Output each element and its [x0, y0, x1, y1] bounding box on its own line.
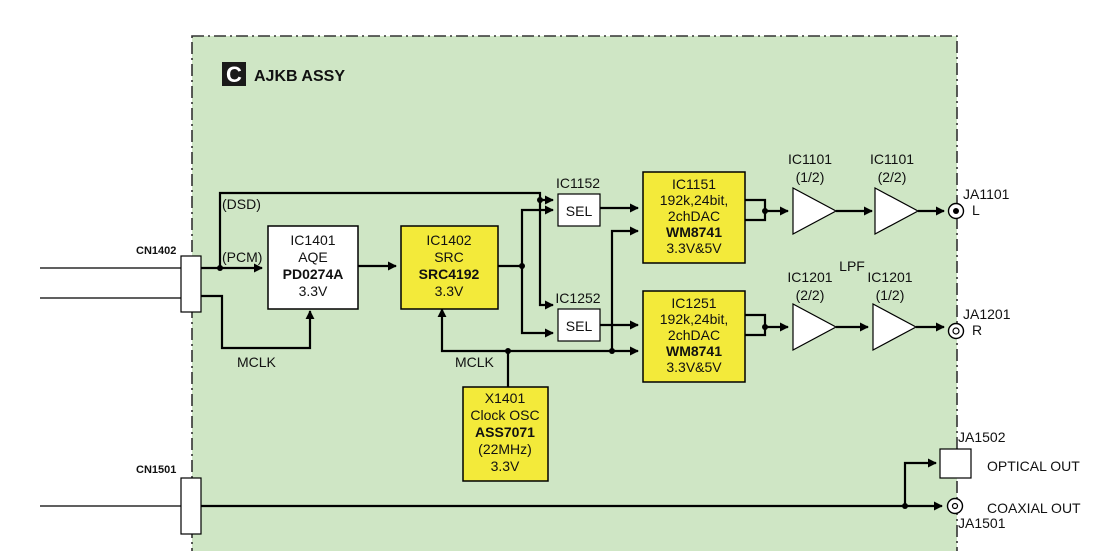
assembly-badge-box	[222, 62, 246, 86]
amp2-symbol	[874, 186, 920, 236]
ic1251-line-2: 192k,24bit,	[660, 311, 729, 327]
ja1201-ref: JA1201	[963, 306, 1011, 322]
pcm-label: (PCM)	[222, 249, 262, 265]
ja1101-ref: JA1101	[963, 186, 1010, 202]
ic1401-line-4: 3.3V	[299, 283, 328, 299]
cn1501-label: CN1501	[136, 464, 176, 476]
ja1101-ch: L	[972, 202, 980, 218]
assembly-title: AJKB ASSY	[254, 68, 345, 85]
ic1151-line-1: IC1151	[672, 176, 716, 192]
ic1251-line-4: WM8741	[666, 343, 722, 359]
ja1501-ref: JA1501	[958, 515, 1006, 531]
amp4-ref: IC1201	[867, 269, 912, 285]
amp4-part: (1/2)	[876, 287, 905, 303]
ic1251-line-3: 2chDAC	[668, 327, 720, 343]
assembly-badge: C	[226, 62, 242, 87]
x1401-line-3: ASS7071	[475, 424, 535, 440]
sel1-label: SEL	[566, 203, 593, 219]
ic1402-line-1: IC1402	[426, 232, 471, 248]
amp2-part: (2/2)	[878, 169, 907, 185]
mclk-right-label: MCLK	[455, 354, 495, 370]
ic1402-line-3: SRC4192	[419, 266, 480, 282]
x1401-block	[462, 386, 549, 482]
x1401-line-4: (22MHz)	[478, 441, 532, 457]
lpf-label: LPF	[839, 258, 865, 274]
x1401-line-1: X1401	[485, 390, 526, 406]
x1401-line-5: 3.3V	[491, 458, 520, 474]
cn1402-connector	[180, 255, 202, 313]
ic1402-text: IC1402 SRC SRC4192 3.3V	[419, 232, 480, 299]
amp3-symbol	[792, 302, 838, 352]
dsd-label: (DSD)	[222, 196, 261, 212]
mclk-left-wire	[201, 294, 315, 350]
optical-out-label: OPTICAL OUT	[987, 458, 1080, 474]
cn1501-connector	[180, 477, 202, 535]
ic1151-block	[642, 171, 746, 264]
mclk-to-dac1-wire	[610, 226, 639, 351]
ic1401-text: IC1401 AQE PD0274A 3.3V	[283, 232, 344, 299]
jack-l-icon	[947, 202, 965, 220]
optical-out-wire	[903, 458, 937, 506]
ja1502-ref: JA1502	[958, 429, 1006, 445]
ja1201-ch: R	[972, 322, 982, 338]
ic1251-text: IC1251 192k,24bit, 2chDAC WM8741 3.3V&5V	[660, 295, 729, 375]
ic1251-line-1: IC1251	[671, 295, 716, 311]
jack-r-icon	[947, 322, 965, 340]
ic1402-line-4: 3.3V	[435, 283, 464, 299]
cn1402-label: CN1402	[136, 245, 176, 257]
ic1151-line-4: WM8741	[666, 224, 722, 240]
amp1-part: (1/2)	[796, 169, 825, 185]
ic1251-block	[642, 290, 746, 383]
ic1251-line-5: 3.3V&5V	[666, 359, 722, 375]
optical-out-box	[939, 448, 972, 479]
coax-out-label: COAXIAL OUT	[987, 500, 1081, 516]
sel1-ref: IC1152	[556, 175, 600, 191]
ic1151-line-2: 192k,24bit,	[660, 192, 729, 208]
ic1401-line-2: AQE	[298, 249, 328, 265]
ic1151-line-5: 3.3V&5V	[666, 240, 722, 256]
mclk-right-wire	[437, 308, 510, 387]
amp2-ref: IC1101	[870, 151, 914, 167]
ic1401-block	[267, 225, 359, 310]
junction-dots	[217, 197, 908, 509]
sel2-ref: IC1252	[555, 290, 600, 306]
amp4-symbol	[872, 302, 918, 352]
x1401-text: X1401 Clock OSC ASS7071 (22MHz) 3.3V	[470, 390, 539, 474]
mclk-left-label: MCLK	[237, 354, 277, 370]
src-to-sel2-wire	[520, 266, 554, 338]
sel2-label: SEL	[566, 318, 593, 334]
ic1151-line-3: 2chDAC	[668, 208, 720, 224]
ic1151-text: IC1151 192k,24bit, 2chDAC WM8741 3.3V&5V	[660, 176, 729, 256]
ic1401-line-1: IC1401	[290, 232, 335, 248]
sel1-block	[557, 193, 601, 227]
src-to-sel1-wire	[498, 205, 554, 268]
amp1-symbol	[792, 186, 838, 236]
ic1401-line-3: PD0274A	[283, 266, 344, 282]
amp1-ref: IC1101	[788, 151, 832, 167]
ic1402-block	[400, 225, 499, 310]
amp3-part: (2/2)	[796, 287, 825, 303]
ic1402-line-2: SRC	[434, 249, 464, 265]
amp3-ref: IC1201	[787, 269, 832, 285]
x1401-line-2: Clock OSC	[470, 407, 539, 423]
sel2-block	[557, 308, 601, 342]
dsd-branch-wire	[538, 200, 554, 310]
coax-jack-icon	[946, 497, 964, 515]
